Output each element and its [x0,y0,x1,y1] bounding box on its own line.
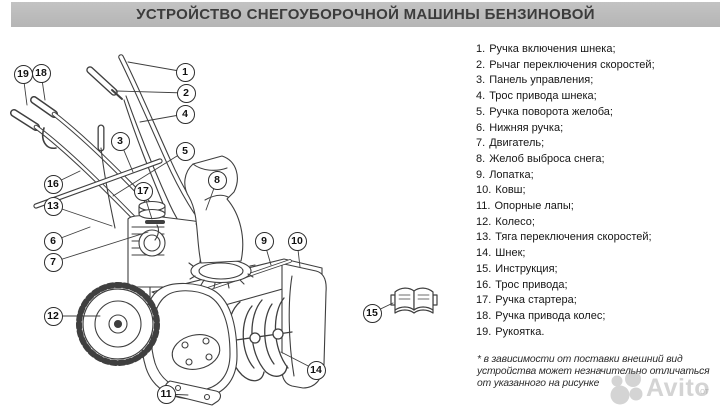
callout-14: 14 [306,360,326,380]
part-label: Двигатель; [489,137,545,150]
parts-list: 1.Ручка включения шнека;2.Рычаг переключ… [476,42,716,340]
part-label: Шнек; [495,247,526,260]
part-number: 17. [476,294,492,307]
parts-list-item: 1.Ручка включения шнека; [476,42,716,58]
parts-list-item: 19.Рукоятка. [476,325,716,341]
parts-list-item: 8.Желоб выброса снега; [476,152,716,168]
part-label: Ручка включения шнека; [489,43,616,55]
part-number: 1. [476,43,486,55]
parts-list-item: 4.Трос привода шнека; [476,89,716,105]
part-number: 15. [476,262,492,275]
callout-16: 16 [43,174,63,194]
part-label: Рычаг переключения скоростей; [489,58,655,71]
parts-list-item: 7.Двигатель; [476,136,716,152]
callout-7: 7 [43,252,63,272]
callout-9: 9 [254,231,274,251]
parts-list-item: 18.Ручка привода колес; [476,309,716,325]
part-label: Трос привода; [495,278,568,291]
part-number: 13. [476,231,492,244]
callout-17: 17 [133,181,153,201]
part-number: 5. [476,105,486,118]
parts-list-item: 3.Панель управления; [476,73,716,89]
avito-logo-icon [610,371,643,405]
callout-12: 12 [43,306,63,326]
part-label: Инструкция; [495,262,558,275]
parts-list-item: 14.Шнек; [476,246,716,262]
part-number: 14. [476,247,492,260]
part-number: 9. [476,168,486,181]
callout-18: 18 [31,63,51,83]
part-number: 18. [476,309,492,322]
part-number: 2. [476,58,486,71]
part-number: 19. [476,325,492,338]
parts-list-item: 15.Инструкция; [476,262,716,278]
footnote-text: * в зависимости от поставки внешний вид … [477,354,710,389]
parts-list-item: 9.Лопатка; [476,168,716,184]
callout-5: 5 [175,141,195,161]
part-label: Рукоятка. [495,325,545,338]
parts-list-item: 11.Опорные лапы; [476,199,716,215]
callout-11: 11 [156,384,176,404]
part-label: Колесо; [495,215,535,228]
part-label: Опорные лапы; [494,200,574,213]
wheel [76,282,160,366]
callout-19: 19 [13,64,33,84]
part-label: Лопатка; [489,168,534,181]
watermark-text: Avito [646,374,711,402]
discharge-chute [184,155,256,289]
instruction-book-icon [390,287,438,314]
part-label: Желоб выброса снега; [489,152,605,165]
parts-list-item: 2.Рычаг переключения скоростей; [476,58,716,74]
part-label: Трос привода шнека; [489,90,597,103]
part-label: Нижняя ручка; [489,121,564,134]
part-label: Ручка поворота желоба; [489,105,613,118]
callout-3: 3 [110,131,130,151]
part-label: Ковш; [495,184,526,197]
part-number: 7. [476,137,486,150]
title-bar: УСТРОЙСТВО СНЕГОУБОРОЧНОЙ МАШИНЫ БЕНЗИНО… [11,2,720,27]
housing-side-panel [141,282,238,400]
callout-15: 15 [362,303,382,323]
part-number: 11. [476,200,491,213]
parts-list-item: 6.Нижняя ручка; [476,121,716,137]
part-label: Ручка стартера; [495,294,577,307]
callout-8: 8 [207,170,227,190]
parts-list-item: 17.Ручка стартера; [476,293,716,309]
page-title: УСТРОЙСТВО СНЕГОУБОРОЧНОЙ МАШИНЫ БЕНЗИНО… [136,6,595,23]
callout-1: 1 [175,62,195,82]
part-label: Ручка привода колес; [495,309,606,322]
callout-4: 4 [175,104,195,124]
watermark-suffix: от [700,386,709,396]
part-number: 3. [476,74,486,87]
parts-list-item: 16.Трос привода; [476,278,716,294]
callout-13: 13 [43,196,63,216]
parts-list-item: 10.Ковш; [476,183,716,199]
parts-list-item: 13.Тяга переключения скоростей; [476,230,716,246]
part-label: Панель управления; [489,74,594,87]
parts-list-item: 5.Ручка поворота желоба; [476,105,716,121]
avito-watermark: Avito [604,370,720,406]
part-number: 10. [476,184,492,197]
callout-2: 2 [176,83,196,103]
parts-list-item: 12.Колесо; [476,215,716,231]
part-number: 6. [476,121,486,134]
callout-10: 10 [287,231,307,251]
part-number: 12. [476,215,492,228]
callout-6: 6 [43,231,63,251]
part-number: 4. [476,90,486,103]
part-number: 16. [476,278,492,291]
part-label: Тяга переключения скоростей; [495,231,652,244]
part-number: 8. [476,152,486,165]
